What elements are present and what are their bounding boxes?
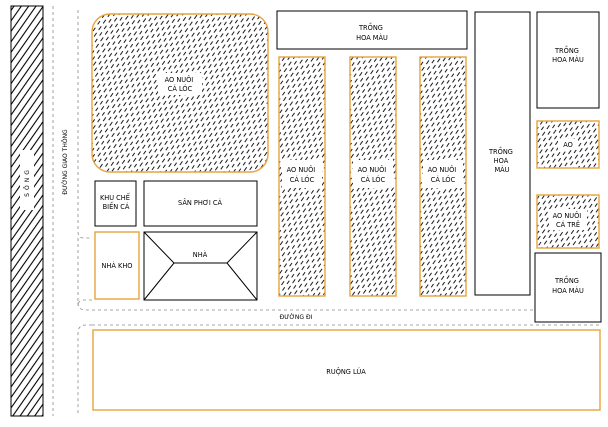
crop-right-bottom: TRỒNG HOA MÀU <box>534 252 602 323</box>
house: NHÀ <box>143 231 258 301</box>
narrow-pond-1: AO NUÔI CÁ LÓC <box>278 56 326 297</box>
processing-label: KHU CHẾ BIẾN CÁ <box>100 192 132 211</box>
crop-middle-label: TRỒNG HOA MÀU <box>488 146 515 174</box>
narrow-pond-2-label: AO NUÔI CÁ LÓC <box>358 165 389 184</box>
crop-right-top: TRỒNG HOA MÀU <box>536 11 600 109</box>
narrow-pond-1-label: AO NUÔI CÁ LÓC <box>287 165 318 184</box>
crop-middle: TRỒNG HOA MÀU <box>474 11 531 296</box>
warehouse-label: NHÀ KHO <box>102 261 133 270</box>
narrow-pond-3-label: AO NUÔI CÁ LÓC <box>428 165 459 184</box>
main-road: ĐƯỜNG GIAO THÔNG <box>52 6 92 416</box>
small-pond-label: AO <box>563 141 573 149</box>
river-label: SÔNG <box>24 167 31 197</box>
crop-right-top-label: TRỒNG HOA MÀU <box>552 45 584 64</box>
narrow-pond-2: AO NUÔI CÁ LÓC <box>349 56 397 297</box>
drying-yard: SÂN PHƠI CÁ <box>143 180 258 227</box>
crop-right-bottom-label: TRỒNG HOA MÀU <box>552 275 584 295</box>
juvenile-pond: AO NUÔI CÁ TRÊ <box>536 194 600 249</box>
house-label: NHÀ <box>193 250 208 259</box>
juvenile-pond-label: AO NUÔI CÁ TRÊ <box>553 211 584 229</box>
big-pond-label: AO NUÔI CÁ LÓC <box>165 75 196 93</box>
main-road-label: ĐƯỜNG GIAO THÔNG <box>62 129 69 195</box>
crop-top: TRỒNG HOA MÀU <box>276 10 468 50</box>
walkway-label: ĐƯỜNG ĐI <box>280 314 313 321</box>
warehouse: NHÀ KHO <box>94 231 140 300</box>
processing-area: KHU CHẾ BIẾN CÁ <box>94 180 137 227</box>
crop-top-label: TRỒNG HOA MÀU <box>356 22 388 42</box>
walkway: ĐƯỜNG ĐI <box>92 309 600 326</box>
rice-field: RUỘNG LÚA <box>92 329 601 411</box>
big-pond: AO NUÔI CÁ LÓC <box>91 13 269 173</box>
drying-yard-label: SÂN PHƠI CÁ <box>178 198 222 207</box>
small-pond: AO <box>536 120 600 169</box>
rice-field-label: RUỘNG LÚA <box>326 367 366 376</box>
river: SÔNG <box>10 5 44 417</box>
narrow-pond-3: AO NUÔI CÁ LÓC <box>419 56 467 297</box>
